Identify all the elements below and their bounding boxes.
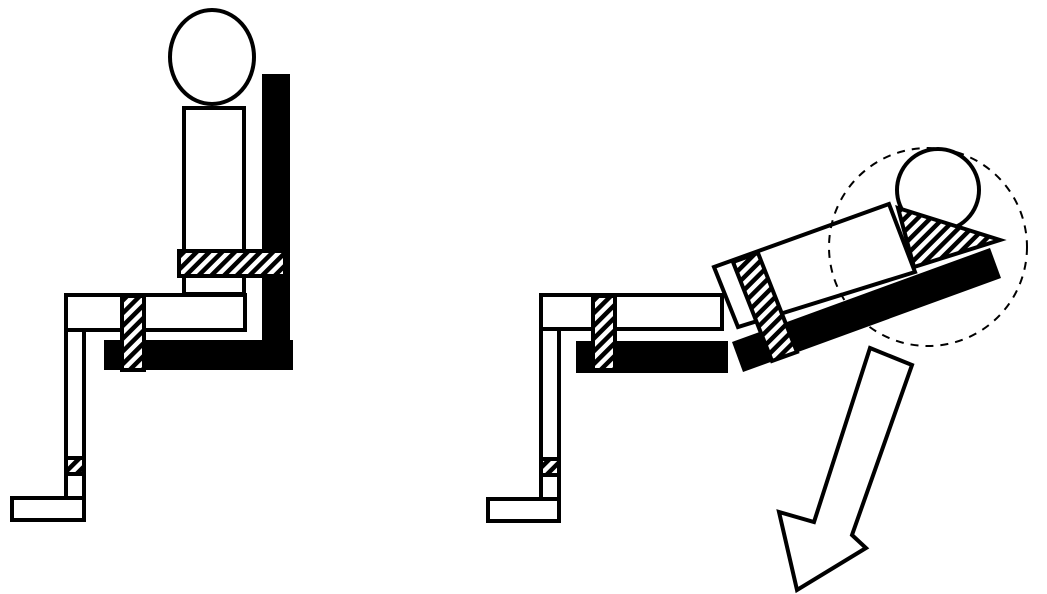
head-support-wedge xyxy=(895,204,1007,270)
foot xyxy=(486,497,561,523)
thigh xyxy=(64,293,247,332)
thigh-strap xyxy=(120,294,146,372)
down-left-arrow-icon xyxy=(776,345,915,594)
focus-circle xyxy=(828,147,1028,347)
upright-seated-figure xyxy=(10,8,293,522)
backrest xyxy=(262,74,290,369)
ankle-strap xyxy=(539,457,561,477)
reclined-figure xyxy=(486,147,1028,594)
waist-strap xyxy=(730,250,800,364)
thigh-strap xyxy=(591,294,617,372)
reclined-backrest xyxy=(732,248,1001,372)
head xyxy=(168,8,256,106)
ankle-strap xyxy=(64,456,86,476)
foot xyxy=(10,496,86,522)
thigh xyxy=(539,293,724,331)
waist-strap xyxy=(177,249,287,278)
